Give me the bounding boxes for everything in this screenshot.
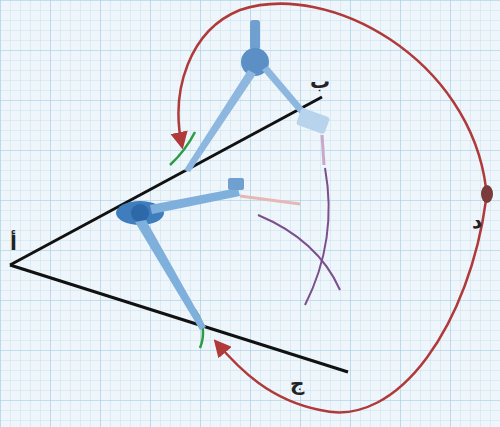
arc-mark	[258, 215, 340, 290]
compass	[184, 20, 330, 172]
point-label: ج	[288, 372, 306, 394]
arrow-curve	[179, 4, 486, 188]
point-label: د	[470, 210, 484, 232]
point-dot	[481, 185, 493, 203]
arc-mark	[305, 168, 329, 305]
ray	[10, 97, 322, 265]
arrow-curve	[216, 200, 486, 412]
point-label: أ	[8, 232, 19, 254]
compass	[116, 178, 300, 330]
point-label: ب	[308, 70, 332, 92]
